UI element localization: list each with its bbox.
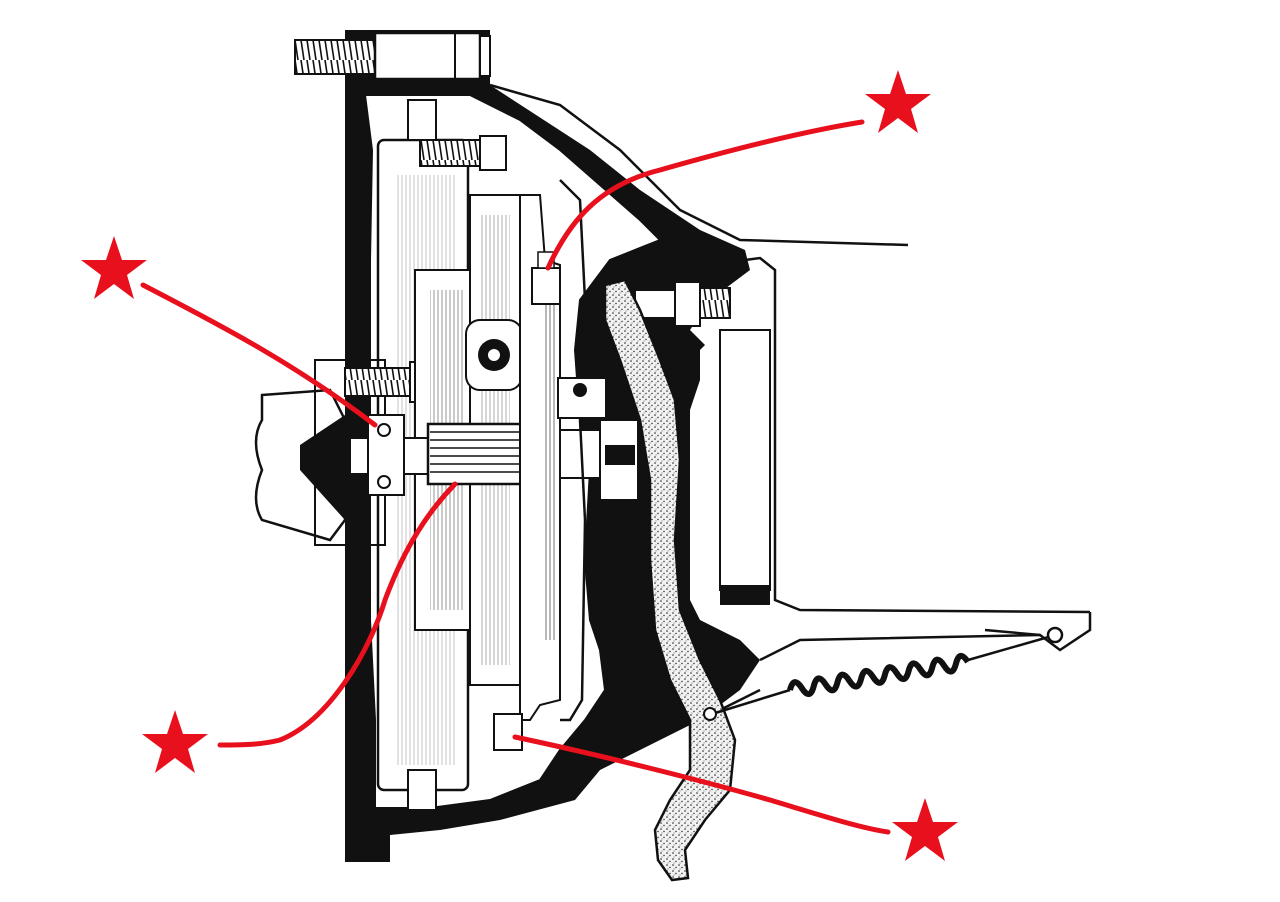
housing-rib-base <box>720 585 770 605</box>
damper-spring <box>465 319 523 391</box>
star-icon <box>81 236 147 299</box>
callout-stars <box>81 70 958 861</box>
callout-lines <box>140 119 891 835</box>
star-icon <box>892 798 958 861</box>
return-spring <box>703 626 1064 721</box>
star-icon <box>865 70 931 133</box>
callout-line-upper-right <box>545 119 865 271</box>
lower-release-pin <box>493 713 523 751</box>
release-bearing <box>557 377 639 501</box>
top-bolt <box>294 31 491 81</box>
pilot-bearing <box>367 414 405 496</box>
upper-release-pin <box>531 251 561 305</box>
callout-line-lower-left <box>217 481 458 748</box>
star-icon <box>142 710 208 773</box>
flywheel-upper-bolt <box>419 135 507 171</box>
housing-rib <box>719 329 771 591</box>
callout-line-upper-left <box>140 282 378 428</box>
crankshaft-end <box>254 359 386 546</box>
housing-right-bolt <box>634 281 731 327</box>
pressure-plate <box>519 179 587 722</box>
callout-line-lower-right <box>512 734 891 835</box>
release-fork <box>603 278 737 882</box>
